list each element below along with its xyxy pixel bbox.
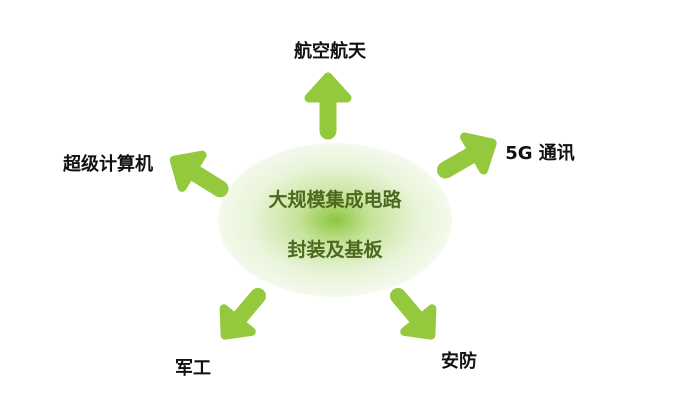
label-military: 军工 — [175, 358, 211, 379]
center-hub — [218, 143, 452, 297]
arrow-lower-right-icon — [384, 284, 445, 347]
label-5g: 5G 通讯 — [505, 143, 575, 164]
center-title-line1: 大规模集成电路 — [268, 189, 402, 211]
label-aerospace: 航空航天 — [294, 41, 366, 62]
arrow-upper-right-icon — [436, 127, 502, 187]
label-security: 安防 — [441, 351, 477, 372]
arrow-lower-left-icon — [211, 284, 272, 347]
arrow-up-icon — [309, 77, 347, 131]
label-supercomputer: 超级计算机 — [63, 154, 153, 175]
arrow-upper-left-icon — [164, 144, 230, 205]
center-title-line2: 封装及基板 — [287, 239, 383, 261]
